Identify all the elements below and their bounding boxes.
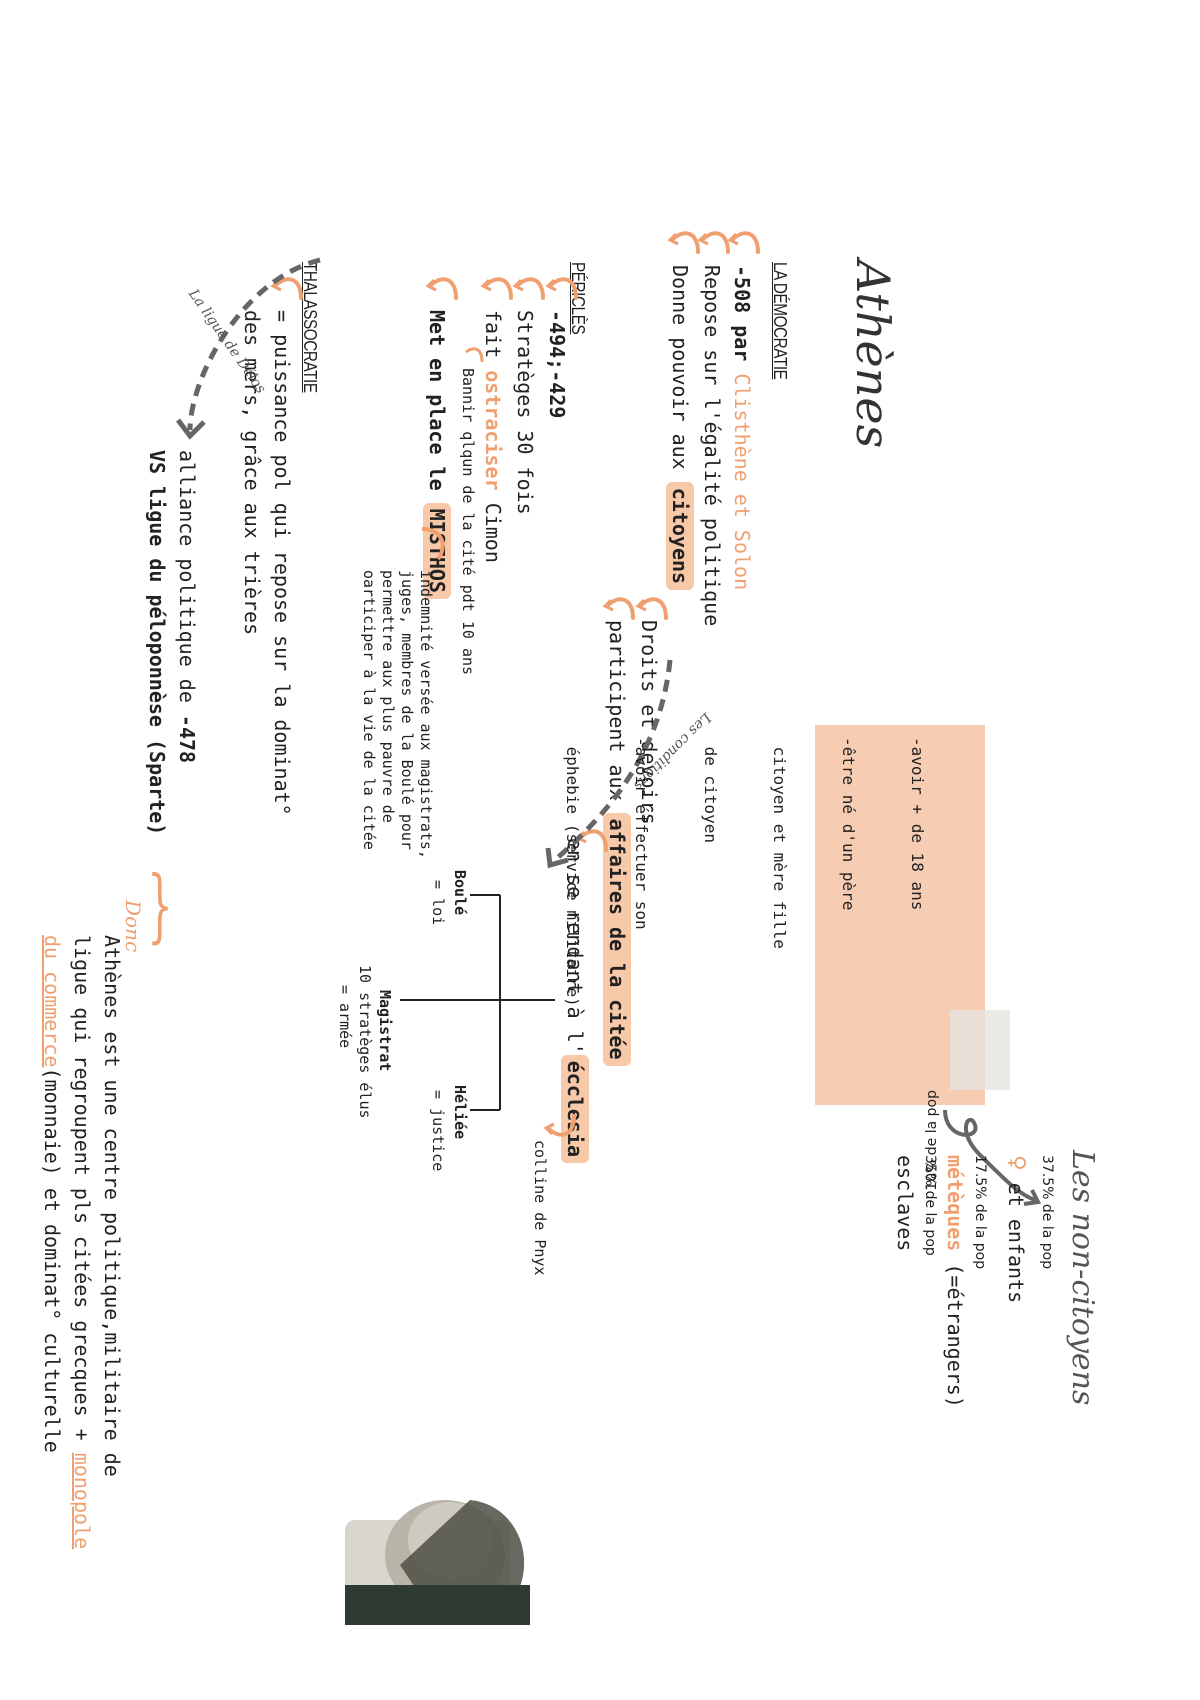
curl-arrow-icon <box>602 597 635 620</box>
loop-arrow-icon <box>943 1109 1042 1206</box>
conclusion-line2: ligue qui regroupent pls citées grecques… <box>68 935 95 1549</box>
pericles-bust-image <box>345 1495 550 1625</box>
vs-line: VS ligue du péloponnèse (Sparte) <box>145 450 169 836</box>
conclusion-line1: Athènes est une centre politique,militai… <box>100 935 124 1477</box>
alliance-text: alliance politique de <box>175 450 199 703</box>
conclusion-line3: du commerce(monnaie) et dominat° culture… <box>38 935 65 1453</box>
curl-arrow-icon <box>425 277 458 300</box>
curl-arrow-icon <box>512 277 545 300</box>
alliance-date: -478 <box>175 714 199 764</box>
commerce-text: du commerce <box>40 935 64 1068</box>
curl-arrow-icon <box>727 231 760 254</box>
small-curl-arrow-icon <box>465 347 484 363</box>
monopole-text: monopole <box>70 1452 94 1550</box>
curl-arrow-icon <box>545 277 578 300</box>
curl-arrow-icon <box>667 231 700 254</box>
brace-icon: } <box>147 858 173 952</box>
curl-arrow-icon <box>480 277 513 300</box>
conclusion-text: ligue qui regroupent pls citées grecques… <box>70 935 94 1441</box>
curl-arrow-icon <box>421 527 445 561</box>
alliance-line: alliance politique de -478 <box>173 450 200 763</box>
curl-arrow-icon <box>635 597 668 620</box>
curl-arrow-icon <box>697 231 730 254</box>
conclusion-end: (monnaie) et dominat° culturelle <box>40 1067 64 1453</box>
curl-arrow-icon <box>543 1114 576 1137</box>
